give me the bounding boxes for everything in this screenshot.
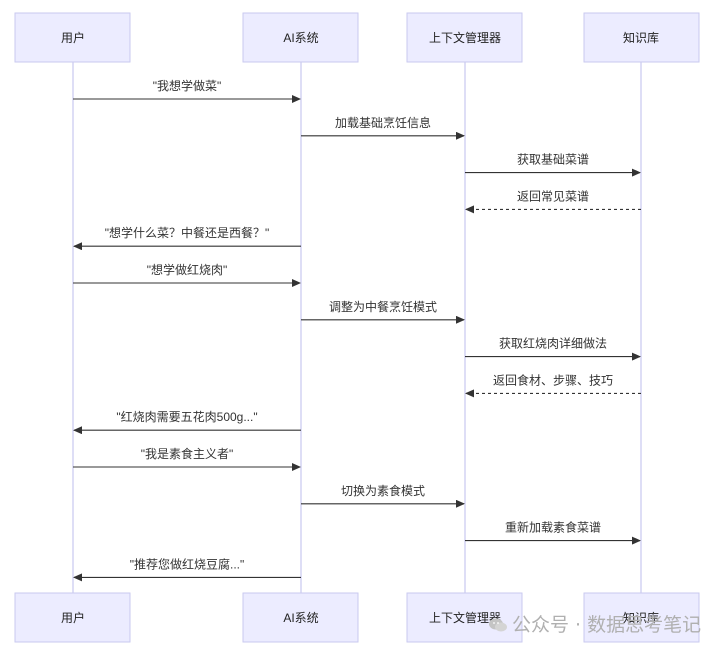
wechat-icon xyxy=(489,618,507,632)
actor-kb-top: 知识库 xyxy=(583,12,700,63)
actor-label: 用户 xyxy=(61,610,85,625)
message-label: "我想学做菜" xyxy=(153,78,222,93)
message-label: "想学什么菜？中餐还是西餐？" xyxy=(105,225,270,240)
message-10: "红烧肉需要五花肉500g..." xyxy=(73,409,301,435)
watermark-text: 公众号 · 数据思考笔记 xyxy=(512,614,702,636)
actor-box xyxy=(242,592,359,643)
actor-label: 上下文管理器 xyxy=(429,610,501,625)
message-label: 调整为中餐烹饪模式 xyxy=(329,299,437,314)
actor-ctx-bottom: 上下文管理器 xyxy=(406,592,523,643)
actor-label: 上下文管理器 xyxy=(429,30,501,45)
message-11: "我是素食主义者" xyxy=(73,446,301,471)
message-1: "我想学做菜" xyxy=(73,78,301,103)
actor-kb-bottom: 知识库 xyxy=(583,592,700,643)
actor-box xyxy=(583,12,700,63)
actor-label: 知识库 xyxy=(623,30,659,45)
message-label: 切换为素食模式 xyxy=(341,483,425,498)
actor-user-bottom: 用户 xyxy=(14,592,131,643)
message-12: 切换为素食模式 xyxy=(301,483,465,508)
actor-label: 知识库 xyxy=(623,610,659,625)
actor-box xyxy=(14,592,131,643)
message-7: 调整为中餐烹饪模式 xyxy=(301,299,465,324)
message-label: 加载基础烹饪信息 xyxy=(335,115,431,130)
actor-box xyxy=(14,12,131,63)
message-label: "红烧肉需要五花肉500g..." xyxy=(116,409,257,424)
message-label: "推荐您做红烧豆腐..." xyxy=(130,556,245,571)
actor-box xyxy=(242,12,359,63)
message-14: "推荐您做红烧豆腐..." xyxy=(73,556,301,582)
message-13: 重新加载素食菜谱 xyxy=(465,520,641,545)
message-6: "想学做红烧肉" xyxy=(73,262,301,287)
message-label: 返回常见菜谱 xyxy=(517,189,589,203)
message-label: 重新加载素食菜谱 xyxy=(505,520,601,535)
message-label: 获取基础菜谱 xyxy=(517,153,589,167)
actor-user-top: 用户 xyxy=(14,12,131,63)
actor-ctx-top: 上下文管理器 xyxy=(406,12,523,63)
message-label: 获取红烧肉详细做法 xyxy=(499,336,607,351)
actor-label: AI系统 xyxy=(283,31,318,45)
message-4: 返回常见菜谱 xyxy=(465,189,641,214)
actor-ai-top: AI系统 xyxy=(242,12,359,63)
message-2: 加载基础烹饪信息 xyxy=(301,115,465,140)
message-3: 获取基础菜谱 xyxy=(465,153,641,177)
message-8: 获取红烧肉详细做法 xyxy=(465,336,641,361)
actor-label: AI系统 xyxy=(283,611,318,625)
message-label: 返回食材、步骤、技巧 xyxy=(493,372,613,387)
actor-ai-bottom: AI系统 xyxy=(242,592,359,643)
message-label: "我是素食主义者" xyxy=(141,446,234,461)
actor-box xyxy=(406,592,523,643)
message-5: "想学什么菜？中餐还是西餐？" xyxy=(73,225,301,251)
message-label: "想学做红烧肉" xyxy=(147,262,228,277)
watermark: 公众号 · 数据思考笔记 xyxy=(488,610,708,636)
actor-box xyxy=(406,12,523,63)
message-9: 返回食材、步骤、技巧 xyxy=(465,372,641,398)
actor-label: 用户 xyxy=(61,30,85,45)
actor-box xyxy=(583,592,700,643)
